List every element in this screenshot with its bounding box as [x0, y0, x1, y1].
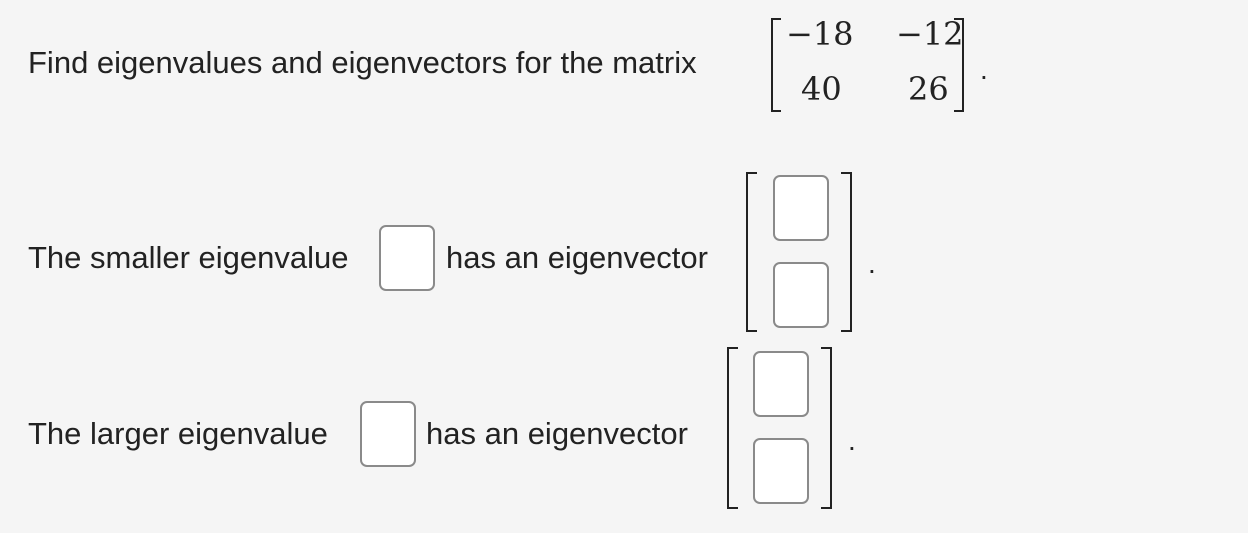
larger-eigenvector-right-bracket [821, 347, 832, 509]
smaller-eigenvalue-label: The smaller eigenvalue [28, 240, 349, 275]
question-period: . [980, 54, 988, 85]
larger-eigenvector-component-1-input[interactable] [753, 351, 809, 417]
matrix-cell-r1c1: −18 [786, 15, 854, 53]
smaller-eigenvalue-input[interactable] [379, 225, 435, 291]
smaller-eigenvector-connector: has an eigenvector [446, 240, 708, 275]
smaller-eigenvector-right-bracket [841, 172, 852, 332]
matrix-cell-r2c1: 40 [801, 70, 842, 108]
larger-eigenvalue-label: The larger eigenvalue [28, 416, 328, 451]
smaller-eigenvector-component-1-input[interactable] [773, 175, 829, 241]
smaller-eigenvector-period: . [868, 248, 876, 279]
larger-eigenvector-connector: has an eigenvector [426, 416, 688, 451]
larger-eigenvector-period: . [848, 425, 856, 456]
larger-eigenvector-component-2-input[interactable] [753, 438, 809, 504]
smaller-eigenvector-left-bracket [746, 172, 757, 332]
larger-eigenvector-left-bracket [727, 347, 738, 509]
larger-eigenvalue-input[interactable] [360, 401, 416, 467]
question-prompt: Find eigenvalues and eigenvectors for th… [28, 45, 697, 80]
matrix-cell-r2c2: 26 [908, 70, 949, 108]
matrix-right-bracket [954, 18, 964, 112]
matrix-cell-r1c2: −12 [896, 15, 964, 53]
smaller-eigenvector-component-2-input[interactable] [773, 262, 829, 328]
matrix-left-bracket [771, 18, 781, 112]
